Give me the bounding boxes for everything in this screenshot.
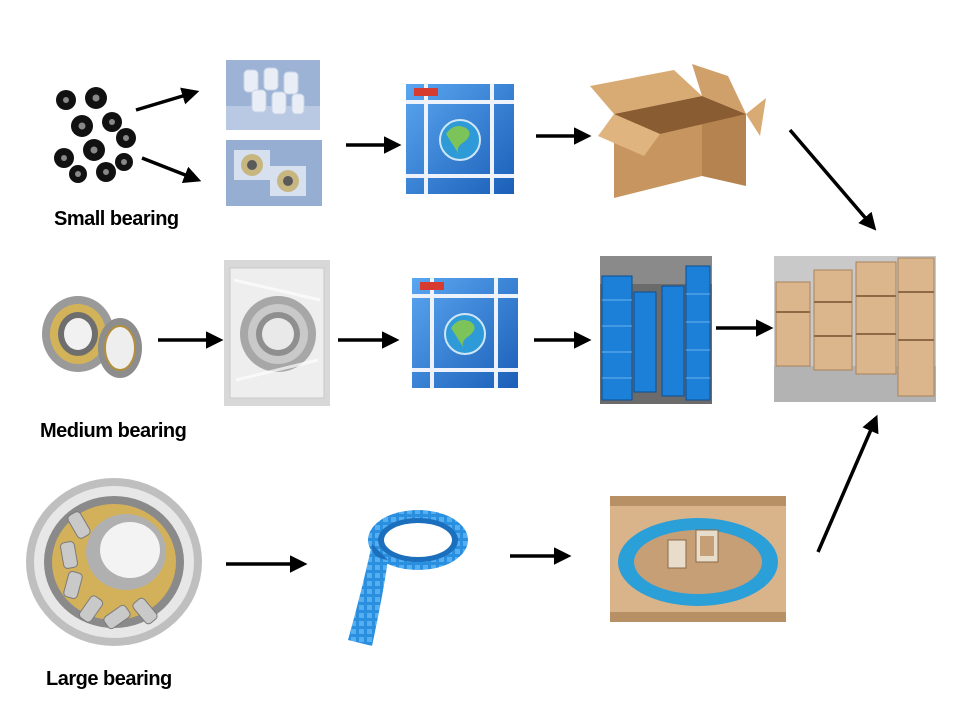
medium-bearing-image <box>42 296 142 378</box>
plastic-tube-packing-image <box>226 60 320 130</box>
wooden-case-warehouse-image <box>774 256 936 402</box>
arrow-crate-to-warehouse <box>816 414 879 553</box>
large-bearing-label: Large bearing <box>46 668 172 690</box>
medium-bearing-label: Medium bearing <box>40 420 187 442</box>
arrow-box-to-warehouse <box>788 128 877 231</box>
small-bearings-image <box>54 87 136 183</box>
plastic-bag-packing-image <box>226 140 322 206</box>
arrow-small-to-bag <box>141 156 202 184</box>
branded-carton-image <box>406 84 514 194</box>
bagged-bearing-image <box>224 260 330 406</box>
blue-wrap-tape-image <box>348 510 468 646</box>
branded-carton-image <box>412 278 518 388</box>
small-bearing-label: Small bearing <box>54 208 179 230</box>
wooden-crate-image <box>610 496 786 622</box>
large-bearing-image <box>26 478 202 646</box>
arrow-small-to-tube <box>135 87 200 112</box>
cardboard-box-image <box>590 64 766 198</box>
pallet-stack-image <box>600 256 712 404</box>
